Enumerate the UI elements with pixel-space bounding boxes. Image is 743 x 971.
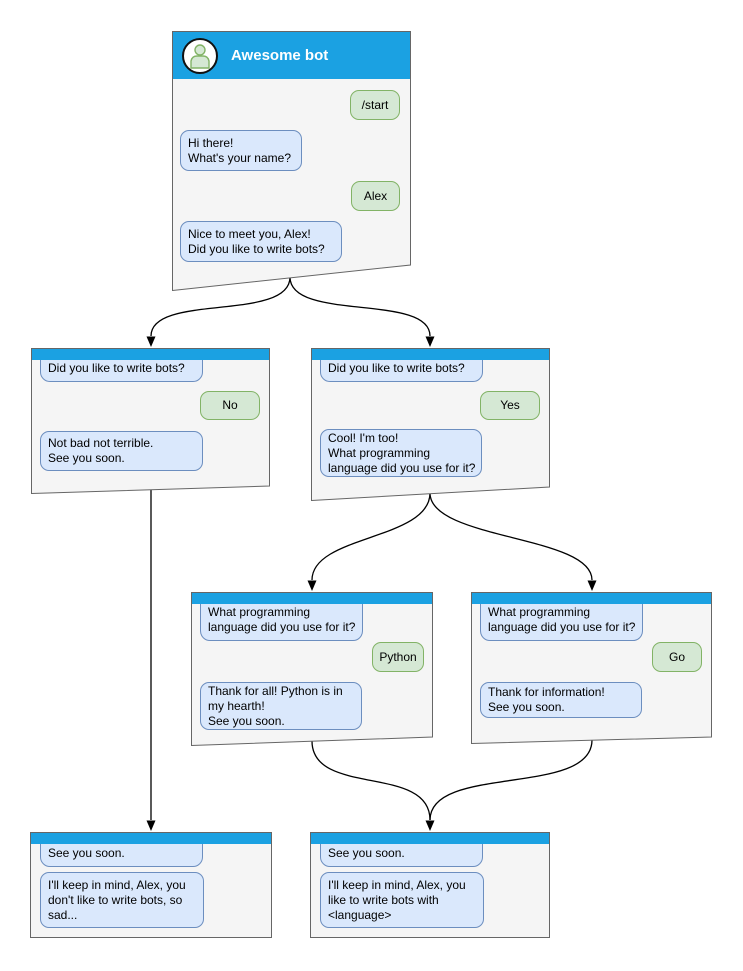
window-title-bar [192, 593, 432, 604]
bot-message-bubble: Thank for all! Python is in my hearth! S… [200, 682, 362, 730]
chat-window-main: Awesome bot /start Hi there! What's your… [172, 31, 411, 291]
window-title-bar [311, 833, 549, 844]
chat-window-python-branch: What programming language did you use fo… [191, 592, 433, 746]
window-title-bar [312, 349, 549, 360]
arrow-go-to-end [429, 739, 593, 821]
chat-window-go-branch: What programming language did you use fo… [471, 592, 712, 744]
arrow-start-to-no [150, 276, 291, 337]
bot-message-bubble: Thank for information! See you soon. [480, 682, 642, 718]
user-message-bubble: /start [350, 90, 400, 120]
arrow-yes-to-go [429, 492, 593, 581]
user-message-bubble: Yes [480, 391, 540, 420]
person-icon [190, 43, 210, 69]
arrowhead-go [587, 580, 597, 591]
user-message-bubble: Go [652, 642, 702, 672]
chat-window-yes-branch: Did you like to write bots? Yes Cool! I'… [311, 348, 550, 501]
user-message-bubble: No [200, 391, 260, 420]
window-title-bar [32, 349, 269, 360]
bot-message-bubble: I'll keep in mind, Alex, you don't like … [40, 872, 204, 928]
chat-window-no-branch: Did you like to write bots? No Not bad n… [31, 348, 270, 494]
window-header: Awesome bot [173, 32, 410, 79]
bot-message-bubble: Nice to meet you, Alex! Did you like to … [180, 221, 342, 262]
arrowhead-end-no [146, 820, 156, 831]
user-message-bubble: Python [372, 642, 424, 672]
bot-message-bubble: Not bad not terrible. See you soon. [40, 431, 203, 471]
arrow-python-to-end [311, 740, 431, 821]
avatar [182, 37, 218, 74]
arrowhead-no [146, 336, 156, 347]
chat-window-end-yes: See you soon. I'll keep in mind, Alex, y… [310, 832, 550, 938]
arrowhead-yes [425, 336, 435, 347]
arrowhead-python [307, 580, 317, 591]
window-title-bar [31, 833, 271, 844]
chat-window-end-no: See you soon. I'll keep in mind, Alex, y… [30, 832, 272, 938]
user-message-bubble: Alex [351, 181, 400, 211]
window-title-bar [472, 593, 711, 604]
bot-message-bubble: Cool! I'm too! What programming language… [320, 429, 482, 477]
arrowhead-end-yes [425, 820, 435, 831]
bot-message-bubble: Hi there! What's your name? [180, 130, 302, 171]
bot-message-bubble: Did you like to write bots? [320, 350, 483, 382]
bot-message-bubble: I'll keep in mind, Alex, you like to wri… [320, 872, 484, 928]
arrow-yes-to-python [311, 492, 431, 581]
arrow-start-to-yes [289, 276, 431, 337]
bot-title: Awesome bot [231, 47, 329, 64]
